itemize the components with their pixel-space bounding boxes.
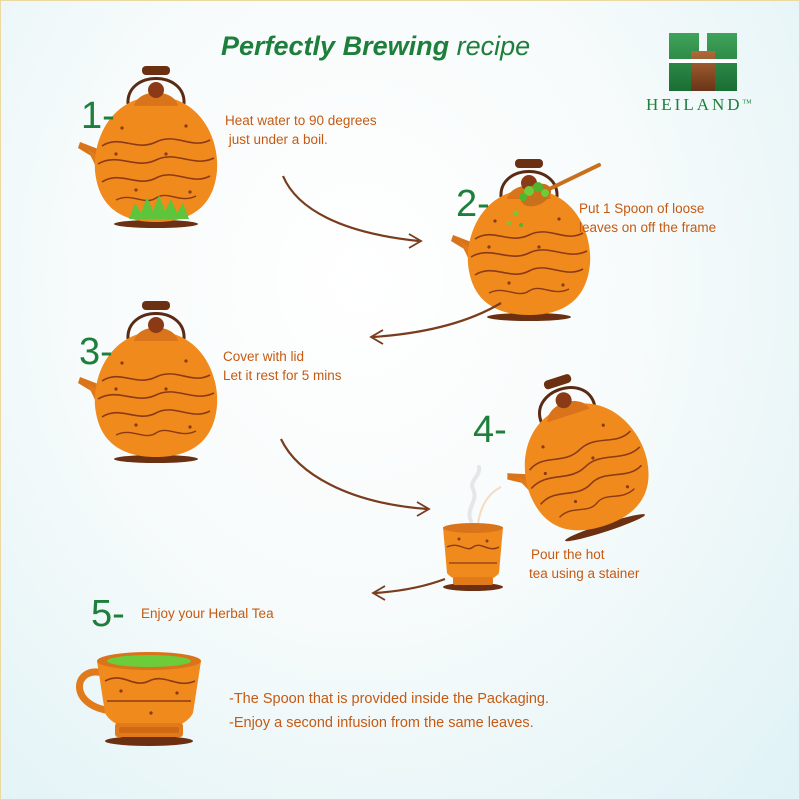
step-1-line-2: just under a boil. bbox=[225, 132, 328, 147]
step-5-line-1: Enjoy your Herbal Tea bbox=[141, 606, 274, 621]
step-3-line-1: Cover with lid bbox=[223, 349, 305, 364]
step-3-number: 3- bbox=[79, 331, 113, 373]
kettle-step3-icon bbox=[76, 299, 219, 465]
arrow-step1-to-step2 bbox=[281, 175, 423, 249]
step-2-text: Put 1 Spoon of loose leaves on off the f… bbox=[579, 199, 716, 237]
page-title: Perfectly Brewing recipe bbox=[221, 31, 530, 62]
step-5-text: Enjoy your Herbal Tea bbox=[141, 604, 274, 623]
step-2-line-1: Put 1 Spoon of loose bbox=[579, 201, 705, 216]
flame-icon bbox=[129, 195, 189, 219]
brand-name: HEILANDTM bbox=[646, 95, 752, 115]
cup-step4-icon bbox=[443, 523, 503, 591]
notes: -The Spoon that is provided inside the P… bbox=[229, 687, 549, 735]
kettle-step4-icon bbox=[480, 356, 666, 558]
step-1-text: Heat water to 90 degrees just under a bo… bbox=[225, 111, 377, 149]
brand-name-text: HEILAND bbox=[646, 95, 743, 114]
step-2-number: 2- bbox=[456, 183, 490, 225]
step-3-text: Cover with lid Let it rest for 5 mins bbox=[223, 347, 342, 385]
steam-icon bbox=[467, 465, 482, 523]
step-4-line-1: Pour the hot bbox=[531, 547, 605, 562]
note-2: -Enjoy a second infusion from the same l… bbox=[229, 715, 534, 731]
heiland-logo-icon bbox=[669, 33, 737, 91]
step-4-number: 4- bbox=[473, 409, 507, 451]
step-1-number: 1- bbox=[81, 95, 115, 137]
arrow-step4-to-step5 bbox=[371, 577, 446, 601]
step-4-text: Pour the hot tea using a stainer bbox=[529, 545, 639, 583]
step-5-number: 5- bbox=[91, 593, 125, 635]
spoon-with-leaves-icon bbox=[507, 163, 601, 227]
step-3-line-2: Let it rest for 5 mins bbox=[223, 368, 342, 383]
arrow-step2-to-step3 bbox=[369, 302, 502, 345]
step-2-line-2: leaves on off the frame bbox=[579, 220, 717, 235]
arrow-step3-to-step4 bbox=[280, 438, 431, 517]
step-4-line-2: tea using a stainer bbox=[529, 566, 640, 581]
title-light: recipe bbox=[449, 31, 531, 61]
step-1-line-1: Heat water to 90 degrees bbox=[225, 113, 377, 128]
note-1: -The Spoon that is provided inside the P… bbox=[229, 691, 550, 707]
title-bold: Perfectly Brewing bbox=[221, 31, 450, 61]
brand-tm: TM bbox=[742, 99, 752, 106]
tea-cup-step5-icon bbox=[76, 652, 201, 746]
